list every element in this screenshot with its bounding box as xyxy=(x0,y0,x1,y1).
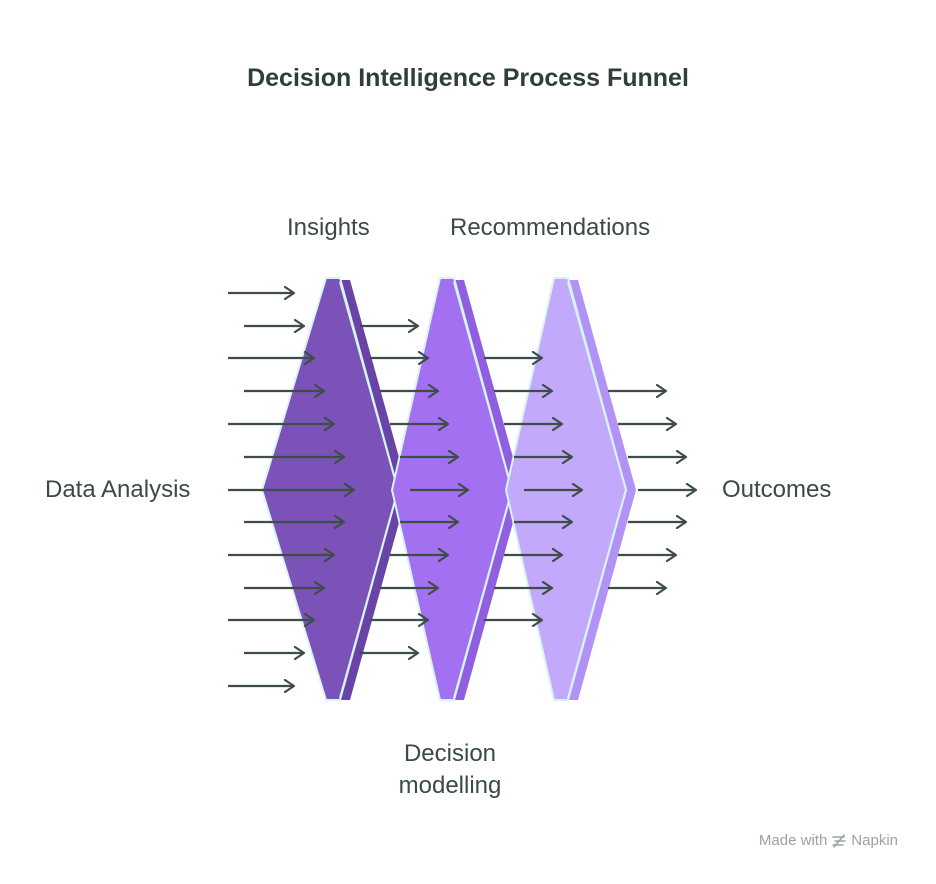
napkin-brand: Napkin xyxy=(851,832,898,849)
output-arrows xyxy=(608,391,696,588)
stage2-arrows xyxy=(360,326,468,653)
napkin-icon xyxy=(832,833,847,848)
label-decision-modelling: Decision modelling xyxy=(370,738,530,802)
label-decision-modelling-line1: Decision xyxy=(403,740,497,767)
label-insights: Insights xyxy=(287,214,370,241)
made-with-napkin-badge[interactable]: Made with Napkin xyxy=(759,832,898,849)
label-decision-modelling-line2: modelling xyxy=(398,772,502,799)
label-recommendations: Recommendations xyxy=(450,214,651,241)
input-arrows xyxy=(228,293,354,686)
label-data-analysis: Data Analysis xyxy=(45,476,191,503)
label-outcomes: Outcomes xyxy=(722,476,832,503)
stage3-arrows xyxy=(484,358,582,620)
diagram-title: Decision Intelligence Process Funnel xyxy=(247,64,689,92)
made-with-text: Made with xyxy=(758,832,828,849)
